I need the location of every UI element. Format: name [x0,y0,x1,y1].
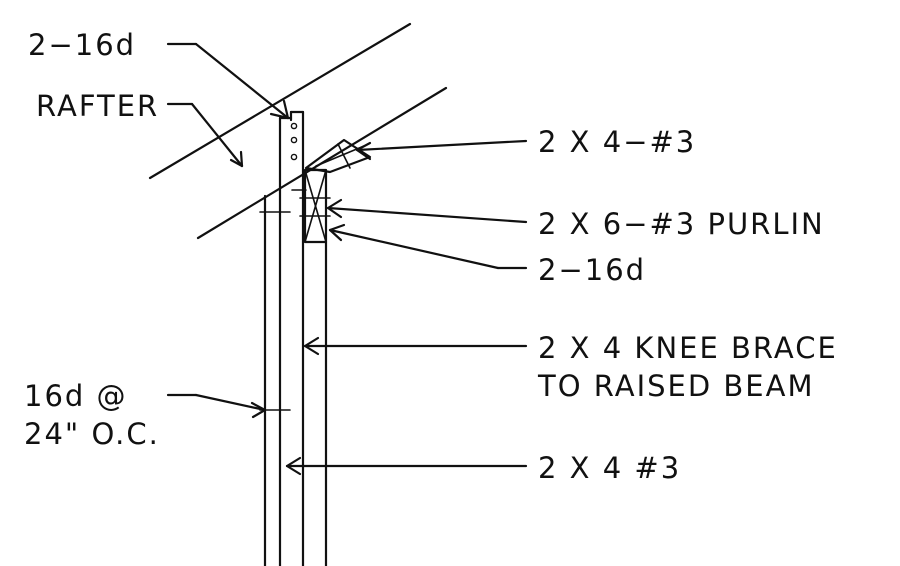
leader-spacing [166,393,267,419]
label-nail-top: 2−16d [28,28,136,62]
leader-nail-purlin [328,223,528,270]
label-knee-brace-1: 2 X 4 KNEE BRACE [538,331,838,365]
nail-3 [290,153,298,161]
label-purlin: 2 X 6−#3 PURLIN [538,207,825,241]
leader-rafter [166,102,244,168]
purlin [299,168,331,244]
label-nail-purlin: 2−16d [538,253,646,287]
nail-2 [290,136,298,144]
label-post: 2 X 4 #3 [538,451,681,485]
leader-purlin [326,198,528,224]
label-brace-top: 2 X 4−#3 [538,125,696,159]
leader-brace-top [355,139,528,161]
leader-knee-brace [303,336,528,356]
top-block [304,138,372,174]
leader-nail-top [166,42,290,120]
nail-1 [290,122,298,130]
label-spacing-1: 16d @ [24,379,128,413]
post-assembly [259,110,328,566]
rafter [148,22,448,240]
label-spacing-2: 24" O.C. [24,417,160,451]
label-rafter: RAFTER [36,89,159,123]
label-knee-brace-2: TO RAISED BEAM [537,369,814,403]
leader-post [285,456,528,476]
